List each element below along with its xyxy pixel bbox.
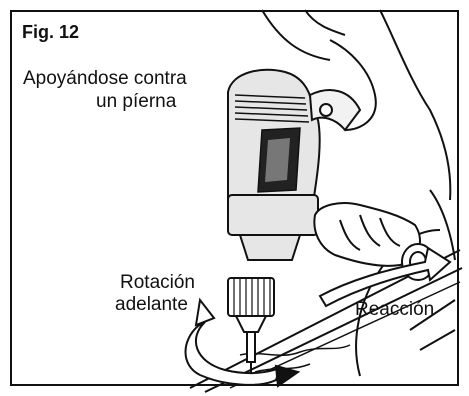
caption-line-2: un píerna bbox=[96, 91, 176, 113]
figure-border bbox=[10, 10, 459, 386]
figure-number: Fig. 12 bbox=[22, 21, 79, 43]
rotation-label-line-1: Rotación bbox=[120, 272, 195, 294]
caption-line-1: Apoyándose contra bbox=[23, 68, 187, 90]
rotation-label-line-2: adelante bbox=[115, 294, 188, 316]
reaction-label: Reacción bbox=[355, 299, 434, 321]
